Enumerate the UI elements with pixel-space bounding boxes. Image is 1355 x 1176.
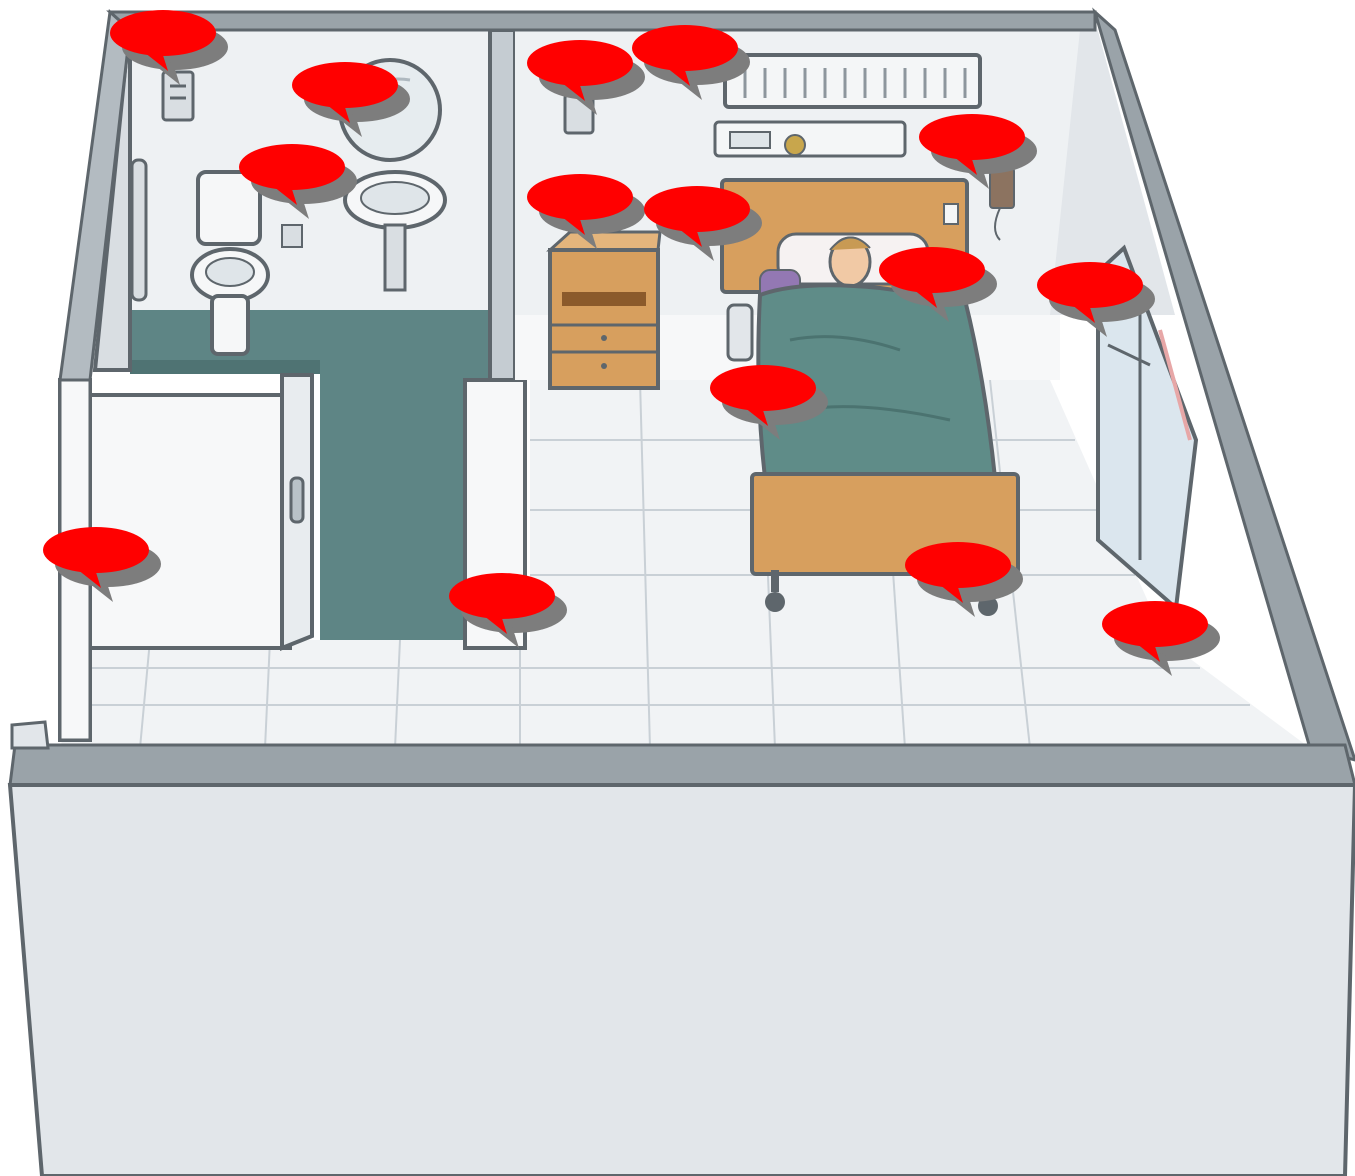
bedside-cabinet	[550, 232, 660, 388]
bed-side-rail	[728, 305, 752, 360]
overhead-light	[725, 55, 980, 107]
front-wall	[10, 722, 1355, 1176]
soap-dispenser	[282, 225, 302, 247]
medical-gas-panel	[715, 122, 905, 156]
grab-bar	[132, 160, 146, 300]
bathroom-door	[90, 375, 312, 648]
